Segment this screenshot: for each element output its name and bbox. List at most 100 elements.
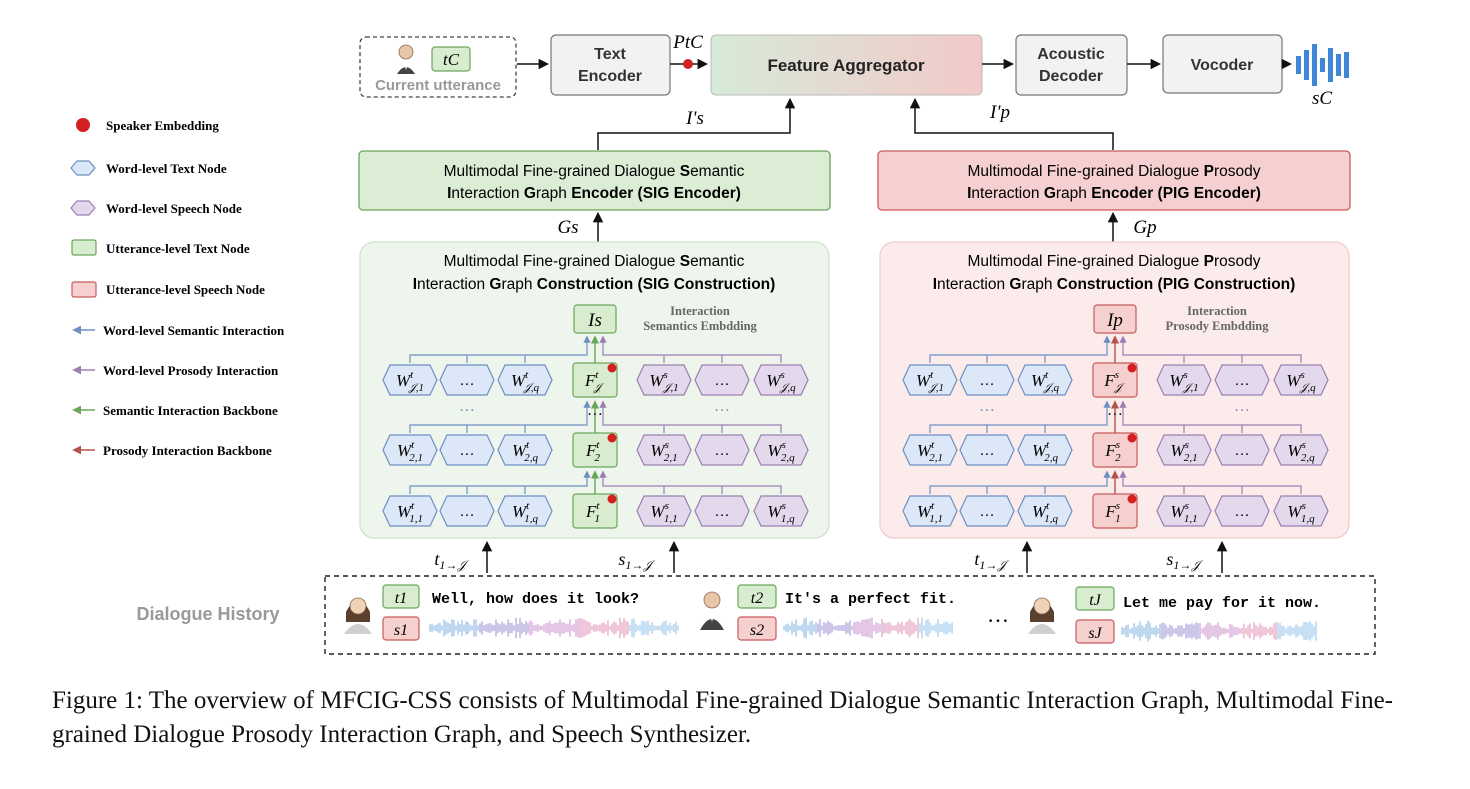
word-speech-node-shape xyxy=(636,434,692,466)
ellipsis-label: … xyxy=(980,443,995,459)
sig-construction-title-line2: Interaction Graph Construction (SIG Cons… xyxy=(413,276,776,293)
ellipsis-label: … xyxy=(715,504,730,520)
history-inputs: t1→𝒥 s1→𝒥 t1→𝒥 s1→𝒥 xyxy=(434,540,1228,573)
utterance-node-shape xyxy=(572,362,618,398)
word-prosody-interaction-edge xyxy=(1119,470,1302,494)
speaker-embedding-dot xyxy=(607,494,617,504)
g-s-label: Gs xyxy=(557,217,578,238)
ellipsis-label: … xyxy=(980,504,995,520)
row-ellipsis: … xyxy=(587,402,603,419)
legend-label: Utterance-level Speech Node xyxy=(106,282,265,297)
t2-label: t2 xyxy=(751,590,763,607)
arrow xyxy=(597,97,796,150)
legend: Speaker Embedding Word-level Text Node W… xyxy=(70,118,285,458)
word-text-node-legend-icon xyxy=(70,160,96,176)
word-semantic-interaction-edge xyxy=(409,335,591,363)
row-ellipsis: … xyxy=(1107,402,1123,419)
word-speech-node-shape xyxy=(636,495,692,527)
speaker-woman-icon xyxy=(344,597,372,634)
word-text-node-shape xyxy=(439,364,495,396)
speaker-embedding-dot xyxy=(1127,363,1137,373)
t2-node xyxy=(737,584,777,609)
waveform-output-icon xyxy=(1296,44,1349,86)
word-speech-node-shape xyxy=(1214,364,1270,396)
tJ-node xyxy=(1075,586,1115,611)
word-text-node-shape xyxy=(382,434,438,466)
ellipsis-label: … xyxy=(1235,504,1250,520)
ellipsis-label: … xyxy=(715,373,730,389)
word-text-node-shape xyxy=(382,364,438,396)
word-speech-node: … xyxy=(1214,495,1270,527)
tc-node xyxy=(431,46,471,72)
word-speech-node-shape xyxy=(753,495,809,527)
word-text-node-shape xyxy=(439,434,495,466)
ellipsis-label: … xyxy=(460,373,475,389)
utterance-node-shape xyxy=(1092,432,1138,468)
utterance-node-shape xyxy=(572,493,618,529)
s-seq-label: s1→𝒥 xyxy=(618,549,656,572)
utterance-node-shape xyxy=(1092,362,1138,398)
s-c-label: sC xyxy=(1312,88,1332,109)
sig-encoder: Multimodal Fine-grained Dialogue Semanti… xyxy=(358,150,831,211)
pig-encoder-title-line2: Interaction Graph Encoder (PIG Encoder) xyxy=(967,185,1261,202)
word-speech-node: … xyxy=(694,364,750,396)
current-utterance-label: Current utterance xyxy=(375,77,501,94)
text-encoder-label: Text xyxy=(594,46,626,63)
ip-node xyxy=(1093,304,1137,334)
arrow xyxy=(909,97,1114,150)
word-speech-node-shape xyxy=(1214,434,1270,466)
word-prosody-interaction-edge xyxy=(599,335,782,363)
word-text-node-shape xyxy=(439,495,495,527)
text-encoder-label: Encoder xyxy=(578,68,642,85)
t1-node xyxy=(382,584,420,609)
word-text-node-shape xyxy=(1017,434,1073,466)
waveform-icon xyxy=(429,617,679,639)
waveform-icon xyxy=(1121,620,1317,642)
i-p-prime-label: I'p xyxy=(989,102,1010,123)
utterance-text: It's a perfect fit. xyxy=(785,591,956,608)
word-text-node-shape xyxy=(959,434,1015,466)
word-speech-node: … xyxy=(694,495,750,527)
interaction-embedding-label: Semantics Embdding xyxy=(643,319,757,333)
synthesizer-pipeline: tC Current utterance Text Encoder PtC Fe… xyxy=(359,32,1349,150)
utterance-text: Let me pay for it now. xyxy=(1123,595,1321,612)
word-speech-node-shape xyxy=(753,364,809,396)
figure-caption: Figure 1: The overview of MFCIG-CSS cons… xyxy=(52,687,1394,748)
word-text-node-shape xyxy=(497,434,553,466)
speaker-woman-icon xyxy=(1028,597,1056,634)
ellipsis-label: … xyxy=(715,443,730,459)
interaction-embedding-label: Prosody Embdding xyxy=(1166,319,1270,333)
word-prosody-interaction-edge xyxy=(599,470,782,494)
feature-aggregator-label: Feature Aggregator xyxy=(767,56,925,75)
ip-node-label: Ip xyxy=(1106,310,1123,331)
word-text-node: … xyxy=(439,364,495,396)
